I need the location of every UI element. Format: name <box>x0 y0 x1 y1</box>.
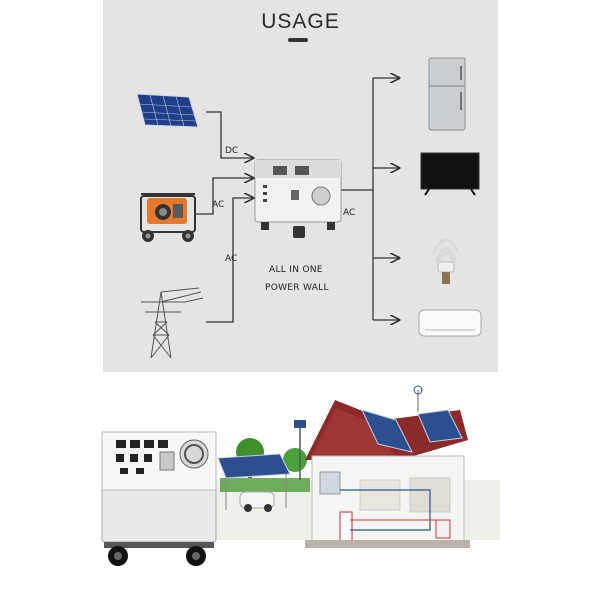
light-bulb-icon <box>432 238 460 263</box>
ac-grid-label: AC <box>225 254 238 264</box>
street-lamp-icon <box>294 420 306 480</box>
ac-output-label: AC <box>343 208 356 218</box>
power-tower-icon <box>141 287 204 359</box>
generator-icon <box>140 193 196 242</box>
installation-illustration <box>100 380 500 600</box>
title-underline <box>288 38 308 42</box>
illustration-svg <box>101 385 500 566</box>
dc-label: DC <box>225 146 239 156</box>
television-icon <box>420 152 480 196</box>
ac-generator-label: AC <box>212 200 225 210</box>
carport-solar-icon <box>217 453 291 512</box>
diagram-svg <box>136 57 482 359</box>
house-icon <box>305 385 468 547</box>
product-label-line1: ALL IN ONE <box>269 265 323 275</box>
power-wall-unit <box>254 159 342 238</box>
solar-panel-icon <box>136 93 199 128</box>
page-title: USAGE <box>261 10 340 33</box>
refrigerator-icon <box>428 57 466 131</box>
product-label-line2: POWER WALL <box>265 283 329 293</box>
bulb-base <box>437 261 455 284</box>
air-conditioner-icon <box>418 309 482 337</box>
usage-diagram-panel: USAGE <box>103 0 498 372</box>
power-wall-product <box>101 431 217 566</box>
